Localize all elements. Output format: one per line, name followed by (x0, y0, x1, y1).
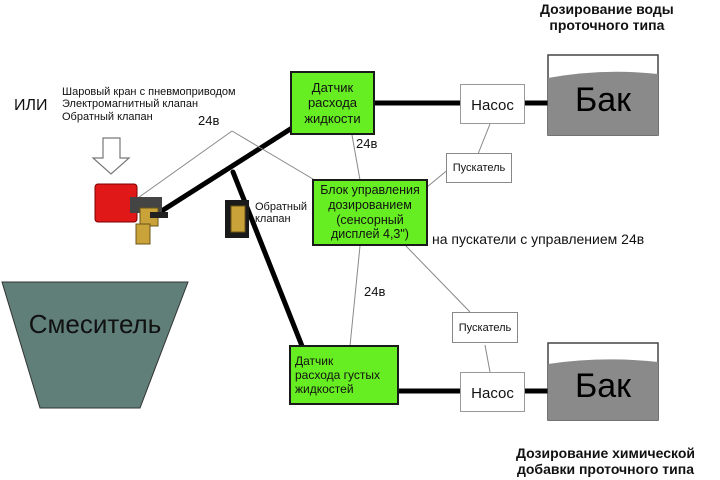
tank-top: Бак (548, 55, 658, 135)
ili-label: ИЛИ (14, 97, 48, 114)
pump-top-label: Насос (471, 97, 514, 114)
valve-options-list: Шаровый кран с пневмоприводом Электромаг… (62, 86, 236, 123)
pipe-valve-to-flow-sensor (157, 125, 295, 215)
down-arrow-icon (91, 137, 131, 175)
tank-bottom-label: Бак (574, 367, 632, 405)
tank-bottom-shape (547, 342, 659, 421)
voltage-label-valve: 24в (198, 113, 220, 128)
pipe-junction-to-thick-sensor (230, 169, 305, 349)
pneumatic-valve-icon (94, 183, 168, 245)
tank-bottom: Бак (548, 343, 658, 420)
pump-bottom-label: Насос (471, 385, 514, 402)
voltage-label-thick-sensor: 24в (364, 284, 386, 299)
pump-top: Насос (460, 84, 525, 124)
check-valve-icon (225, 200, 249, 238)
pump-bottom: Насос (460, 372, 525, 412)
voltage-label-flow-sensor: 24в (356, 136, 378, 151)
starters-note: на пускатели с управлением 24в (432, 231, 645, 247)
mixer-body (1, 281, 189, 409)
starter-top: Пускатель (446, 153, 512, 183)
tank-top-shape (547, 54, 659, 136)
tank-top-label: Бак (574, 81, 632, 119)
starter-bottom: Пускатель (452, 312, 518, 343)
mixer-label: Смеситель (28, 309, 162, 339)
